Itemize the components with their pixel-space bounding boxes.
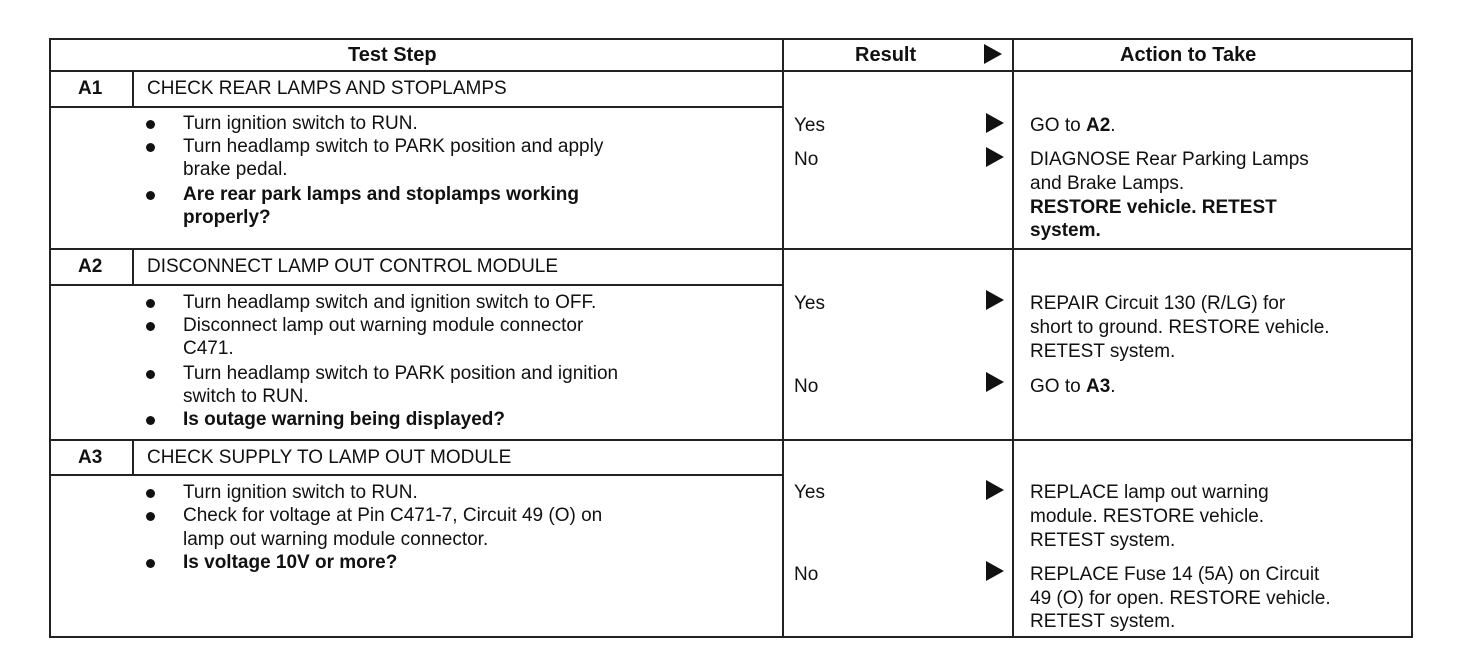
a2-result-yes: Yes <box>794 293 825 314</box>
a3-result-yes: Yes <box>794 482 825 503</box>
a3-action-yes-line-3: RETEST system. <box>1030 530 1176 551</box>
a2-result-no: No <box>794 376 819 397</box>
a1-result-yes: Yes <box>794 115 825 136</box>
a1-action-no-line-1: DIAGNOSE Rear Parking Lamps <box>1030 149 1309 170</box>
a1-action-no-line-3: RESTORE vehicle. RETEST <box>1030 197 1277 218</box>
a3-bullet-2-line-2: lamp out warning module connector. <box>183 529 489 550</box>
a3-bullet-1: Turn ignition switch to RUN. <box>183 482 418 503</box>
a1-bullet-3-line-1: Are rear park lamps and stoplamps workin… <box>183 184 579 205</box>
arrow-icon <box>986 372 1004 392</box>
a1-title-divider <box>49 106 784 108</box>
a2-step-title: DISCONNECT LAMP OUT CONTROL MODULE <box>147 256 559 277</box>
a3-action-no-line-1: REPLACE Fuse 14 (5A) on Circuit <box>1030 564 1320 585</box>
a2-action-yes-line-3: RETEST system. <box>1030 341 1176 362</box>
a2-action-no: GO to A3. <box>1030 376 1116 397</box>
a3-action-yes-line-1: REPLACE lamp out warning <box>1030 482 1269 503</box>
a1-bullet-2-line-2: brake pedal. <box>183 159 288 180</box>
a1-step-id: A1 <box>78 78 103 99</box>
a2-bullet-2-line-2: C471. <box>183 338 234 359</box>
a1-bullet-2-line-1: Turn headlamp switch to PARK position an… <box>183 136 604 157</box>
bullet-icon <box>146 299 155 308</box>
a1-action-no-line-2: and Brake Lamps. <box>1030 173 1185 194</box>
arrow-icon <box>986 290 1004 310</box>
arrow-icon <box>986 147 1004 167</box>
a1-action-yes: GO to A2. <box>1030 115 1116 136</box>
header-test-step: Test Step <box>348 44 437 66</box>
a1-id-divider <box>132 70 134 108</box>
bullet-icon <box>146 559 155 568</box>
arrow-icon <box>986 561 1004 581</box>
bullet-icon <box>146 143 155 152</box>
bullet-icon <box>146 191 155 200</box>
a1-bullet-1: Turn ignition switch to RUN. <box>183 113 418 134</box>
a2-bullet-3-line-2: switch to RUN. <box>183 386 309 407</box>
header-divider <box>49 70 1413 72</box>
a2-bullet-3-line-1: Turn headlamp switch to PARK position an… <box>183 363 619 384</box>
a3-step-id: A3 <box>78 447 103 468</box>
bullet-icon <box>146 370 155 379</box>
a3-title-divider <box>49 474 784 476</box>
a3-id-divider <box>132 439 134 476</box>
a2-title-divider <box>49 284 784 286</box>
a3-result-no: No <box>794 564 819 585</box>
a3-action-no-line-2: 49 (O) for open. RESTORE vehicle. <box>1030 588 1331 609</box>
a3-action-no-line-3: RETEST system. <box>1030 611 1176 632</box>
header-action: Action to Take <box>1120 44 1257 66</box>
a2-a3-divider <box>49 439 1413 441</box>
a2-bullet-2-line-1: Disconnect lamp out warning module conne… <box>183 315 584 336</box>
a2-bullet-4: Is outage warning being displayed? <box>183 409 505 430</box>
bullet-icon <box>146 322 155 331</box>
action-column-divider <box>1012 38 1014 638</box>
a1-action-no-line-4: system. <box>1030 220 1101 241</box>
a2-action-yes-line-2: short to ground. RESTORE vehicle. <box>1030 317 1330 338</box>
header-arrow-icon <box>984 44 1002 64</box>
a3-bullet-3: Is voltage 10V or more? <box>183 552 398 573</box>
a2-id-divider <box>132 248 134 286</box>
a2-step-id: A2 <box>78 256 103 277</box>
arrow-icon <box>986 113 1004 133</box>
bullet-icon <box>146 512 155 521</box>
a1-bullet-3-line-2: properly? <box>183 207 271 228</box>
a3-step-title: CHECK SUPPLY TO LAMP OUT MODULE <box>147 447 512 468</box>
a2-action-yes-line-1: REPAIR Circuit 130 (R/LG) for <box>1030 293 1286 314</box>
bullet-icon <box>146 416 155 425</box>
arrow-icon <box>986 480 1004 500</box>
bullet-icon <box>146 489 155 498</box>
a3-bullet-2-line-1: Check for voltage at Pin C471-7, Circuit… <box>183 505 603 526</box>
diagnostic-table <box>49 38 1413 638</box>
a1-a2-divider <box>49 248 1413 250</box>
a1-step-title: CHECK REAR LAMPS AND STOPLAMPS <box>147 78 507 99</box>
a3-action-yes-line-2: module. RESTORE vehicle. <box>1030 506 1265 527</box>
result-column-divider <box>782 38 784 638</box>
header-result: Result <box>855 44 917 66</box>
a1-result-no: No <box>794 149 819 170</box>
bullet-icon <box>146 120 155 129</box>
a2-bullet-1: Turn headlamp switch and ignition switch… <box>183 292 597 313</box>
